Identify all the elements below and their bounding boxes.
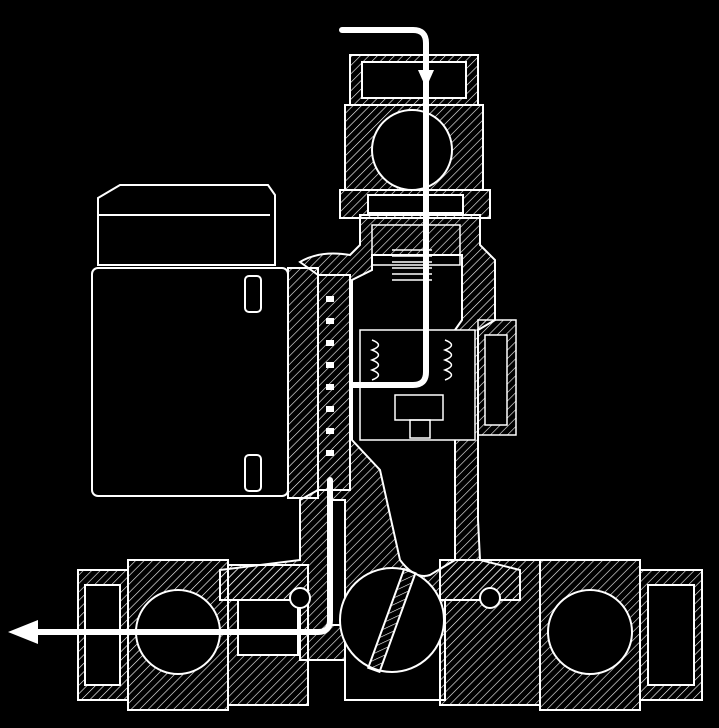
left-arrow-icon: [8, 620, 38, 644]
flow-path-arrow: [27, 27, 429, 635]
motor-housing: [91, 184, 289, 497]
arrowheads: [8, 70, 434, 644]
down-arrow-icon: [418, 70, 434, 88]
bolt-holes: [289, 587, 501, 609]
impeller-chamber: [339, 567, 445, 674]
upper-inlet-fitting: [339, 54, 491, 219]
